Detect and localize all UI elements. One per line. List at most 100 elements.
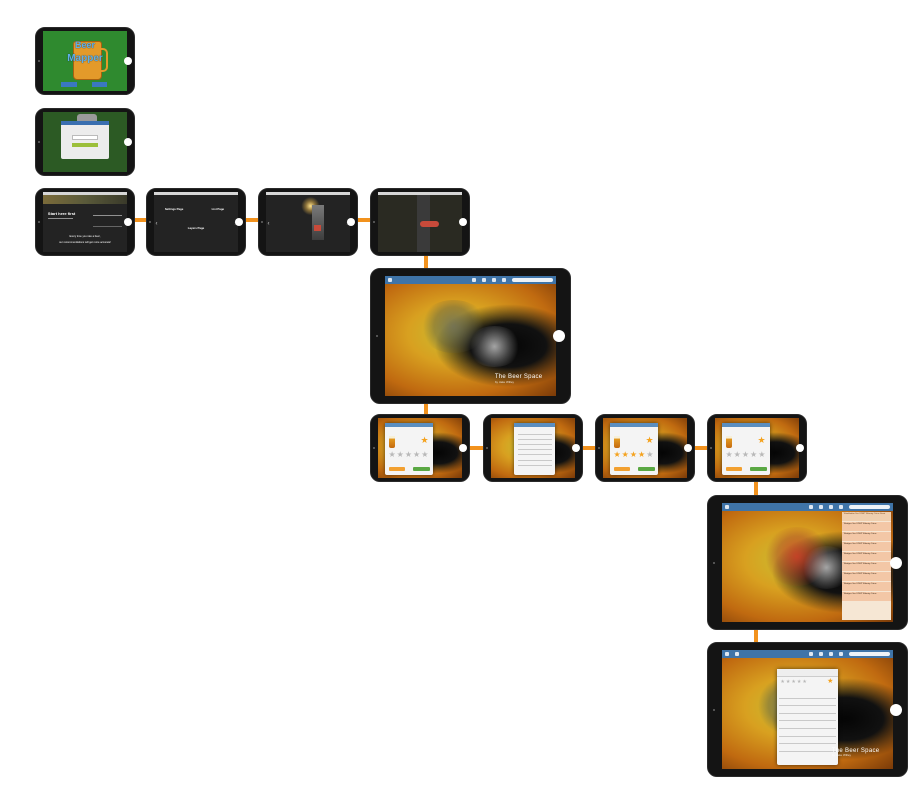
drawer-item-highlight[interactable] — [420, 220, 439, 227]
user-icon[interactable] — [838, 651, 843, 656]
rate-button-left[interactable] — [725, 466, 743, 472]
rate-button-left[interactable] — [388, 466, 406, 472]
menu-icon[interactable] — [725, 651, 730, 656]
rate-button-right[interactable] — [637, 466, 655, 472]
login-screen — [42, 112, 128, 172]
list-row[interactable] — [517, 464, 552, 466]
home-button[interactable] — [123, 57, 132, 65]
home-button[interactable] — [571, 444, 580, 452]
main-toolbar — [721, 502, 894, 512]
info-icon[interactable] — [471, 277, 476, 282]
main-toolbar — [721, 649, 894, 659]
home-button[interactable] — [795, 444, 804, 452]
flow-connector-down-2 — [424, 402, 428, 418]
star-icon: ★ — [757, 434, 766, 445]
home-button[interactable] — [683, 444, 692, 452]
camera-dot — [261, 221, 264, 223]
list-row[interactable] — [517, 443, 552, 445]
layers-page-title: Layers Page — [187, 225, 205, 230]
suggestion-item[interactable]: Wedges Sur IOWP Wheaty Citrus — [841, 592, 892, 602]
highlight-red — [313, 224, 322, 231]
home-button[interactable] — [553, 330, 566, 342]
home-button[interactable] — [234, 218, 243, 226]
tablet-tutorial-start: Start here first Every time you rate a b… — [35, 188, 135, 256]
rating-stars[interactable]: ★★★★★ — [388, 450, 429, 460]
rate-button-right[interactable] — [749, 466, 767, 472]
info-icon[interactable] — [808, 504, 813, 509]
suggestion-item[interactable]: Wedges Sur IOWP Wheaty Citrus — [841, 572, 892, 582]
list-row[interactable] — [517, 449, 552, 451]
settings-page-title: Settings Page — [164, 206, 184, 211]
rating-stars[interactable]: ★★★★★ — [725, 450, 766, 460]
detail-rating-stars[interactable]: ★★★★★ — [780, 679, 807, 686]
list-row[interactable] — [517, 459, 552, 461]
flow-connector-down-3 — [754, 480, 758, 496]
home-button[interactable] — [890, 703, 903, 716]
login-button[interactable] — [61, 82, 77, 87]
home-button[interactable] — [346, 218, 355, 226]
user-icon[interactable] — [501, 277, 506, 282]
rate-dialog: ★ ★★★★★ — [721, 423, 771, 476]
prev-arrow-icon[interactable]: ‹ — [155, 220, 158, 227]
home-button[interactable] — [458, 444, 467, 452]
search-input[interactable] — [848, 504, 890, 510]
info-icon[interactable] — [808, 651, 813, 656]
rate-beer-screen: ★ ★★★★★ — [377, 418, 463, 478]
flow-connector-row3-2 — [245, 218, 261, 222]
list-icon[interactable] — [828, 504, 833, 509]
signup-button[interactable] — [91, 82, 107, 87]
rate-button-left[interactable] — [613, 466, 631, 472]
suggestion-item[interactable]: Wedges Sur IOWP Wheaty Citrus — [841, 522, 892, 532]
beer-detail-header — [776, 668, 839, 678]
suggestion-item[interactable]: Wedges Sur IOWP Wheaty Citrus — [841, 542, 892, 552]
search-input[interactable] — [511, 277, 553, 283]
prev-arrow-icon[interactable]: ‹ — [267, 220, 270, 227]
list-icon[interactable] — [828, 651, 833, 656]
logo-line1: Beer — [74, 39, 95, 50]
map-watermark: The Beer Space by Jake Willey — [495, 374, 543, 384]
submit-button[interactable] — [71, 143, 99, 148]
detail-row — [779, 705, 836, 707]
home-button[interactable] — [890, 556, 903, 569]
suggestion-item[interactable]: Wedges Sur IOWP Wheaty Citrus — [841, 582, 892, 592]
search-input[interactable] — [848, 651, 890, 657]
list-row[interactable] — [517, 433, 552, 435]
list-row[interactable] — [517, 454, 552, 456]
tutorial-drawer-screen — [377, 192, 463, 252]
home-button[interactable] — [123, 138, 132, 146]
email-field[interactable] — [71, 135, 99, 141]
camera-dot — [38, 60, 41, 62]
favorite-star-icon[interactable]: ★ — [827, 678, 834, 686]
map-subtitle: by Jake Willey — [494, 379, 514, 384]
flow-connector-row6-2 — [581, 446, 597, 450]
home-button[interactable] — [123, 218, 132, 226]
menu-icon[interactable] — [725, 504, 730, 509]
rate-beer-screen-2: ★ ★★★★★ — [714, 418, 800, 478]
user-icon[interactable] — [838, 504, 843, 509]
suggestion-item[interactable]: Wedges Sur IOWP Wheaty Citrus — [841, 552, 892, 562]
login-dialog — [61, 120, 109, 159]
list-row[interactable] — [517, 438, 552, 440]
login-dialog-header — [61, 120, 109, 126]
list-icon[interactable] — [491, 277, 496, 282]
back-icon[interactable] — [735, 651, 740, 656]
flow-connector-down-1 — [424, 252, 428, 270]
suggestion-item[interactable]: Wedges Sur IOWP Wheaty Citrus — [841, 562, 892, 572]
tablet-rated-beer: ★ ★★★★★ — [595, 414, 695, 482]
rate-dialog: ★ ★★★★★ — [384, 423, 434, 476]
rate-dialog-header — [609, 423, 659, 427]
rating-stars[interactable]: ★★★★★ — [613, 450, 654, 460]
tablet-beer-list — [483, 414, 583, 482]
layers-icon[interactable] — [818, 504, 823, 509]
home-button[interactable] — [458, 218, 467, 226]
rate-button-right[interactable] — [412, 466, 430, 472]
logo-line2: Mapper — [67, 52, 103, 64]
layers-icon[interactable] — [481, 277, 486, 282]
layers-icon[interactable] — [818, 651, 823, 656]
camera-dot — [710, 447, 713, 449]
flow-connector-row3-3 — [357, 218, 373, 222]
detail-row — [779, 712, 836, 714]
suggestion-item[interactable]: Wedges Sur IOWP Wheaty Citrus — [841, 532, 892, 542]
splash-screen: Beer Mapper — [42, 31, 128, 91]
menu-icon[interactable] — [388, 277, 393, 282]
